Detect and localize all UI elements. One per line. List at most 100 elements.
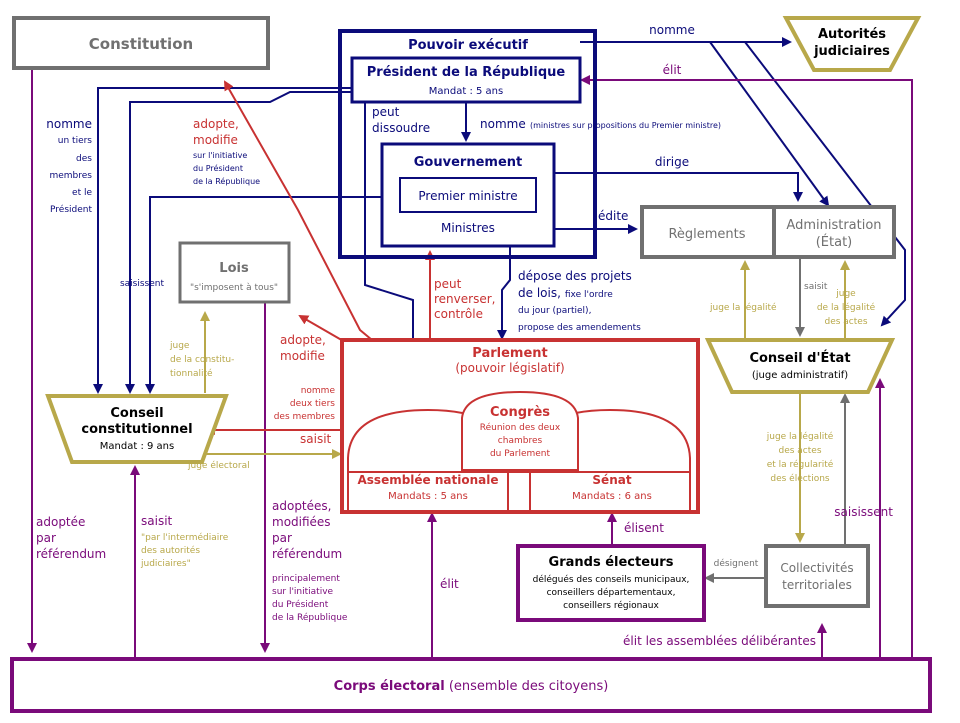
corps-electoral-box: [10, 657, 932, 713]
label-depose-sub3: propose des amendements: [518, 323, 641, 333]
label-depose-1: dépose des projets: [518, 269, 632, 283]
premier-ministre-title: Premier ministre: [418, 189, 517, 203]
label-juge-elections-3: et la régularité: [767, 459, 834, 470]
labels-gold: juge de la constitu- tionnalité juge éle…: [140, 289, 876, 569]
congres-sub-1: Réunion des deux: [480, 422, 561, 433]
label-principalement-4: de la République: [272, 612, 348, 623]
label-saisit-cc: saisit: [141, 514, 173, 528]
label-principalement-1: principalement: [272, 574, 340, 584]
conseil-constitutionnel-box: [45, 394, 229, 464]
congres-box: [461, 390, 579, 471]
grands-electeurs-sub-2: conseillers départementaux,: [547, 587, 676, 598]
conseil-etat-title: Conseil d'État: [749, 350, 850, 366]
congres-sub-3: du Parlement: [490, 449, 551, 459]
label-adopte-modifie-1-b: modifie: [193, 133, 238, 147]
grands-electeurs-sub-3: conseillers régionaux: [563, 600, 659, 611]
label-adopte-modifie-1-sub-3: de la République: [193, 176, 260, 186]
label-nomme-left-sub-2: des: [76, 154, 92, 164]
label-juge-constitu-1: juge: [169, 341, 190, 351]
label-elisent: élisent: [624, 521, 664, 535]
president-box: [350, 56, 582, 104]
president-title: Président de la République: [367, 65, 566, 80]
conseil-const-mandat: Mandat : 9 ans: [100, 441, 174, 452]
label-peut-renverser-3: contrôle: [434, 307, 483, 321]
label-nomme-left: nomme: [46, 117, 92, 131]
label-adoptee-referendum-3: référendum: [36, 547, 106, 561]
senat-mandat: Mandats : 6 ans: [572, 491, 652, 502]
label-peut-dissoudre-1: peut: [372, 105, 400, 119]
reglements-title: Règlements: [668, 227, 745, 242]
arrow-nomme-cc-inner: [125, 91, 352, 394]
label-designent: désignent: [714, 558, 759, 569]
arrow-nomme-cc-left: [93, 87, 352, 394]
reglements-box: [640, 205, 896, 259]
lois-box: [178, 241, 291, 304]
pouvoir-executif-title: Pouvoir exécutif: [408, 38, 528, 53]
label-depose-2-main: de lois,: [518, 286, 561, 300]
constitution-box: [12, 16, 270, 70]
ministres-title: Ministres: [441, 221, 495, 235]
corps-electoral-title: Corps électoral (ensemble des citoyens): [334, 679, 609, 694]
collectivites-box: [764, 544, 870, 608]
autorites-title-2: judiciaires: [813, 44, 890, 59]
label-adopte-modifie-1-sub-1: sur l'initiative: [193, 151, 247, 160]
label-adopte-modifie-1-a: adopte,: [193, 117, 239, 131]
arrows-gray: [704, 258, 850, 583]
label-saisit-cc-sub-3: judiciaires": [140, 559, 191, 569]
labels-navy: nomme peut dissoudre nomme (ministres su…: [46, 23, 721, 333]
conseil-etat-box: [704, 338, 896, 394]
label-adopte-modifie-1-sub-2: du Président: [193, 163, 243, 173]
arrow-president-admin: [709, 41, 830, 207]
label-principalement-2: sur l'initiative: [272, 587, 334, 597]
assemblee-mandat: Mandats : 5 ans: [388, 491, 468, 502]
collectivites-title-1: Collectivités: [780, 561, 853, 575]
label-depose-2: de lois, fixe l'ordre: [518, 286, 613, 300]
arrow-adopte-modifie-lois: [298, 314, 346, 343]
label-depose-sub2: du jour (partiel),: [518, 306, 591, 316]
label-elit-top: élit: [663, 63, 682, 77]
label-saisit-cc-sub-1: "par l'intermédiaire: [141, 532, 229, 543]
label-saisissent-right: saisissent: [834, 505, 893, 519]
label-dirige: dirige: [655, 155, 689, 169]
label-nomme-left-sub-3: membres: [49, 171, 92, 181]
label-adoptees-referendum-1: adoptées,: [272, 499, 331, 513]
label-adopte-modifie-2-b: modifie: [280, 349, 325, 363]
senat-title: Sénat: [592, 473, 631, 487]
label-principalement-3: du Président: [272, 599, 329, 610]
label-nomme-gouv-sub: (ministres sur propositions du Premier m…: [530, 121, 721, 130]
label-juge-legalite-actes-3: des actes: [824, 317, 867, 327]
label-depose-sub1: fixe l'ordre: [565, 290, 613, 300]
label-juge-constitu-3: tionnalité: [170, 368, 213, 379]
label-edite: édite: [598, 209, 628, 223]
grands-electeurs-sub-1: délégués des conseils municipaux,: [533, 574, 690, 585]
arrow-dirige: [555, 172, 803, 202]
lois-title: Lois: [219, 261, 249, 276]
administration-title-1: Administration: [786, 218, 881, 233]
label-nomme-left-sub-5: Président: [50, 204, 92, 215]
corps-electoral-sub: (ensemble des citoyens): [445, 679, 609, 694]
conseil-etat-sub: (juge administratif): [752, 370, 848, 381]
autorites-title-1: Autorités: [818, 27, 886, 42]
label-peut-renverser-2: renverser,: [434, 292, 495, 306]
label-juge-legalite: juge la légalité: [709, 302, 777, 313]
label-nomme-left-sub-4: et le: [72, 188, 92, 198]
arrow-gouv-conseil-etat: [744, 41, 906, 327]
label-nomme-deux-tiers-3: des membres: [274, 412, 336, 422]
label-juge-elections-1: juge la légalité: [766, 431, 834, 442]
label-saisit-mid: saisit: [300, 432, 332, 446]
label-saisissent-left: saisissent: [120, 279, 165, 289]
label-saisit-right: saisit: [804, 282, 828, 292]
administration-title-2: (État): [816, 234, 853, 250]
label-nomme-deux-tiers-1: nomme: [301, 386, 336, 396]
premier-ministre-box: [399, 177, 537, 213]
label-peut-dissoudre-2: dissoudre: [372, 121, 430, 135]
label-adoptees-referendum-3: par: [272, 531, 292, 545]
label-juge-electoral: juge électoral: [187, 460, 250, 471]
arrows-purple: [27, 68, 913, 660]
assemblee-title: Assemblée nationale: [358, 473, 499, 487]
president-mandat: Mandat : 5 ans: [429, 86, 503, 97]
conseil-const-title-1: Conseil: [110, 406, 163, 421]
lois-sub: "s'imposent à tous": [190, 283, 278, 293]
labels-purple: élit adoptée par référendum saisit adopt…: [36, 63, 893, 648]
